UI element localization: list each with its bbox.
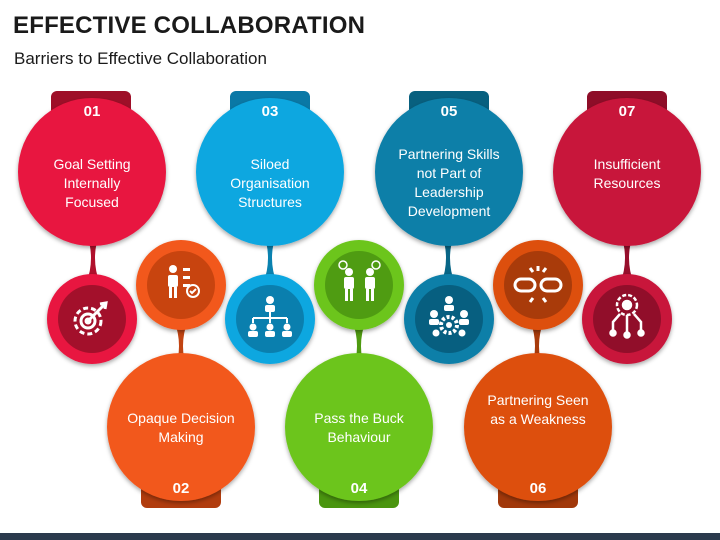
item-label-05: Partnering Skills not Part of Leadership… — [398, 146, 500, 219]
item-label-01: Goal Setting Internally Focused — [53, 156, 131, 210]
barrier-item-06 — [464, 240, 612, 508]
item-number-02: 02 — [172, 480, 190, 497]
barrier-item-05 — [375, 91, 523, 364]
item-label-02: Opaque Decision Making — [127, 410, 235, 445]
item-label-03: Siloed Organisation Structures — [230, 156, 310, 210]
team-gear-icon — [429, 296, 469, 337]
item-number-05: 05 — [440, 103, 458, 120]
item-number-01: 01 — [83, 103, 101, 120]
footer-bar — [0, 533, 720, 540]
page-title: EFFECTIVE COLLABORATION — [13, 12, 366, 39]
barrier-item-07 — [553, 91, 701, 364]
item-number-07: 07 — [618, 103, 636, 120]
item-number-06: 06 — [529, 480, 547, 497]
item-label-06: Partnering Seen as a Weakness — [487, 392, 589, 427]
brain-circuit-icon — [609, 293, 645, 339]
page-subtitle: Barriers to Effective Collaboration — [14, 49, 267, 68]
blame-people-icon — [338, 260, 381, 301]
item-number-03: 03 — [261, 103, 279, 120]
item-label-07: Insufficient Resources — [593, 156, 661, 191]
item-label-04: Pass the Buck Behaviour — [314, 410, 404, 445]
decision-checklist-icon — [168, 265, 200, 298]
barrier-item-03 — [196, 91, 344, 364]
barrier-item-02 — [107, 240, 255, 508]
org-chart-icon — [248, 296, 292, 337]
barrier-item-04 — [285, 240, 433, 508]
broken-chain-icon — [513, 266, 563, 303]
item-number-04: 04 — [350, 480, 368, 497]
target-gear-icon — [73, 301, 108, 336]
barrier-item-01 — [18, 91, 166, 364]
